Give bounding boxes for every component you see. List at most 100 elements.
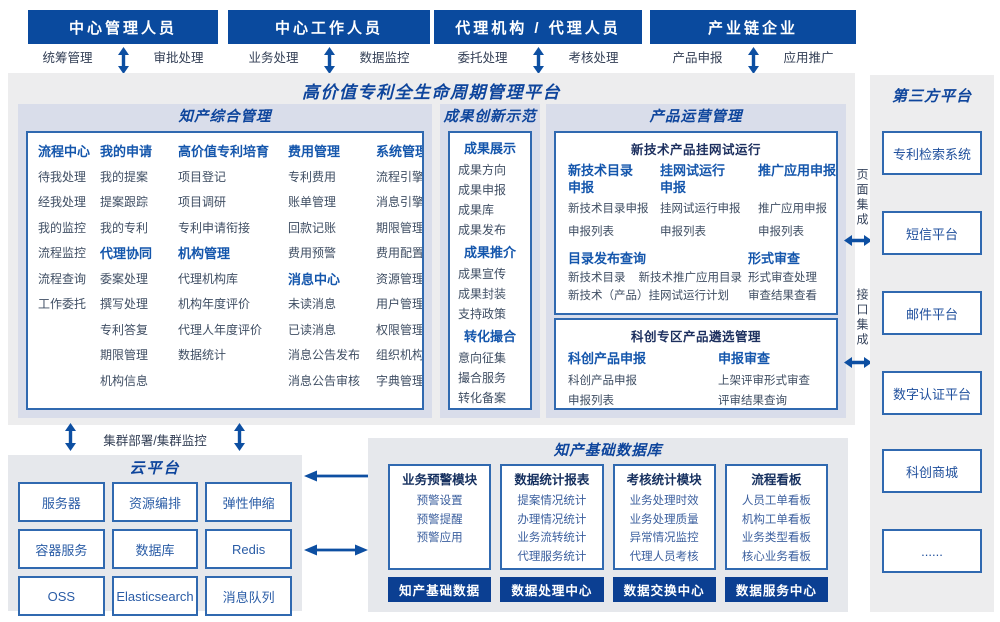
ip-column: 高价值专利培育项目登记项目调研专利申请衔接机构管理代理机构库机构年度评价代理人年…	[178, 139, 288, 394]
database-module: 流程看板人员工单看板机构工单看板业务类型看板核心业务看板数据服务中心	[724, 464, 828, 602]
product-trial-title: 新技术产品挂网试运行	[630, 143, 761, 157]
module-item: 核心业务看板	[741, 550, 811, 563]
database-module-box: 流程看板人员工单看板机构工单看板业务类型看板核心业务看板	[724, 464, 828, 570]
module-item: 成果宣传	[458, 267, 507, 281]
function-label: 统筹管理	[42, 51, 93, 65]
third-party-box: 科创商城	[882, 449, 982, 493]
module-item: 费用配置	[376, 246, 424, 260]
module-item: 业务类型看板	[741, 532, 811, 544]
module-heading: 成果推介	[463, 245, 516, 260]
module-item: 成果方向	[458, 163, 507, 177]
function-label: 产品申报	[672, 51, 723, 65]
third-party-box: 专利检索系统	[882, 131, 982, 175]
module-item: 提案跟踪	[100, 195, 149, 209]
product-selection-box: 科创专区产品遴选管理 科创产品申报科创产品申报申报列表申报审查上架评审形式审查评…	[554, 318, 838, 410]
cloud-service-box: Redis	[205, 529, 292, 569]
module-item: 预警提醒	[416, 513, 463, 526]
cloud-service-box: 消息队列	[205, 576, 292, 616]
section-achievement: 成果创新示范 成果展示成果方向成果申报成果库成果发布成果推介成果宣传成果封装支持…	[440, 104, 540, 418]
module-item: 工作委托	[38, 297, 87, 311]
module-heading: 转化撮合	[463, 329, 516, 344]
module-item: 成果发布	[458, 223, 507, 237]
cloud-platform-title: 云平台	[129, 460, 181, 477]
page-integration-label: 页面集成	[855, 168, 869, 228]
module-item: 科创产品申报	[568, 375, 637, 387]
module-heading: 形式审查	[748, 251, 801, 266]
function-label: 考核处理	[568, 51, 619, 65]
module-heading: 挂网试运行 申报	[660, 163, 726, 195]
module-heading: 费用管理	[288, 144, 341, 159]
third-party-box: 数字认证平台	[882, 371, 982, 415]
product-column: 新技术目录 申报新技术目录申报申报列表	[568, 162, 660, 244]
cloud-service-box: 资源编排	[111, 482, 199, 522]
product-trial-bottom: 目录发布查询新技术目录新技术推广应用目录新技术（产品）挂网试运行计划 形式审查形…	[556, 244, 836, 305]
module-item: 代理人年度评价	[178, 322, 263, 337]
module-item: 成果封装	[458, 287, 507, 301]
module-heading: 推广应用申报	[758, 163, 837, 178]
module-heading: 成果展示	[463, 141, 516, 156]
third-party-panel: 第三方平台 专利检索系统短信平台邮件平台数字认证平台科创商城......	[870, 75, 994, 612]
module-item: 成果申报	[458, 183, 507, 197]
module-item: 意向征集	[458, 351, 507, 365]
cloud-service-box: 服务器	[18, 482, 105, 522]
module-heading: 新技术目录 申报	[568, 163, 634, 195]
database-module-box: 考核统计模块业务处理时效业务处理质量异常情况监控代理人员考核	[612, 464, 716, 570]
achievement-groups: 成果展示成果方向成果申报成果库成果发布成果推介成果宣传成果封装支持政策转化撮合意…	[450, 133, 530, 408]
cloud-service-box: 容器服务	[18, 529, 105, 569]
user-group: 代理机构 / 代理人员委托处理考核处理	[434, 10, 642, 76]
platform-panel: 高价值专利全生命周期管理平台 知产综合管理 流程中心待我处理经我处理我的监控流程…	[8, 73, 855, 425]
module-item: 资源管理	[376, 271, 424, 286]
module-item: 流程监控	[38, 246, 87, 260]
module-item: 审查结果查看	[748, 289, 817, 302]
product-column: 科创产品申报科创产品申报申报列表	[568, 347, 718, 408]
database-module-box: 数据统计报表提案情况统计办理情况统计业务流转统计代理服务统计	[500, 464, 604, 570]
database-center-bar: 知产基础数据	[388, 577, 492, 602]
module-item: 挂网试运行申报	[660, 203, 741, 215]
cloud-service-box: Elasticsearch	[111, 576, 199, 616]
module-item: 机构工单看板	[741, 513, 811, 526]
ip-columns: 流程中心待我处理经我处理我的监控流程监控流程查询工作委托我的申请我的提案提案跟踪…	[28, 133, 422, 394]
module-item: 已读消息	[288, 322, 337, 337]
module-item: 申报列表	[758, 226, 804, 238]
module-heading: 目录发布查询	[568, 251, 647, 266]
module-item: 业务处理质量	[629, 513, 699, 526]
product-selection-title: 科创专区产品遴选管理	[630, 330, 761, 344]
product-column: 挂网试运行 申报挂网试运行申报申报列表	[660, 162, 758, 244]
module-item: 转化备案	[458, 391, 507, 405]
module-item: 期限管理	[100, 348, 149, 362]
cluster-row: 集群部署/集群监控	[8, 423, 302, 454]
module-item: 消息引擎	[376, 195, 424, 209]
cluster-label: 集群部署/集群监控	[103, 433, 207, 448]
ip-column: 系统管理流程引擎消息引擎期限管理费用配置资源管理用户管理权限管理组织机构字典管理	[376, 139, 424, 394]
user-group-header: 代理机构 / 代理人员	[434, 10, 642, 44]
vertical-double-arrow-icon	[323, 47, 336, 79]
user-group-functions: 统筹管理审批处理	[28, 46, 218, 76]
product-column: 申报审查上架评审形式审查评审结果查询	[718, 347, 810, 408]
user-group-header: 中心工作人员	[228, 10, 430, 44]
third-party-box: ......	[882, 529, 982, 573]
user-group: 产业链企业产品申报应用推广	[650, 10, 856, 76]
vertical-double-arrow-icon	[747, 47, 760, 79]
module-item: 经我处理	[38, 195, 87, 209]
section-ip-title: 知产综合管理	[178, 109, 272, 125]
module-item: 新技术目录申报	[568, 203, 649, 215]
section-ip-box: 流程中心待我处理经我处理我的监控流程监控流程查询工作委托我的申请我的提案提案跟踪…	[26, 131, 424, 410]
module-heading: 高价值专利培育	[178, 144, 270, 159]
ip-column: 流程中心待我处理经我处理我的监控流程监控流程查询工作委托	[38, 139, 100, 394]
module-item: 推广应用申报	[758, 203, 827, 215]
database-center-bar: 数据交换中心	[612, 577, 716, 602]
module-item: 回款记账	[288, 220, 337, 235]
module-item: 提案情况统计	[517, 495, 587, 507]
function-label: 应用推广	[783, 51, 834, 65]
module-item: 新技术（产品）挂网试运行计划	[568, 289, 729, 302]
product-trial-columns: 新技术目录 申报新技术目录申报申报列表挂网试运行 申报挂网试运行申报申报列表推广…	[556, 158, 836, 244]
catalog-line: 新技术目录新技术推广应用目录	[568, 270, 748, 288]
database-module: 数据统计报表提案情况统计办理情况统计业务流转统计代理服务统计数据处理中心	[500, 464, 604, 602]
module-item: 申报列表	[568, 395, 614, 407]
module-heading: 科创产品申报	[568, 351, 647, 366]
module-item: 字典管理	[376, 373, 424, 388]
cloud-service-box: 弹性伸缩	[205, 482, 292, 522]
